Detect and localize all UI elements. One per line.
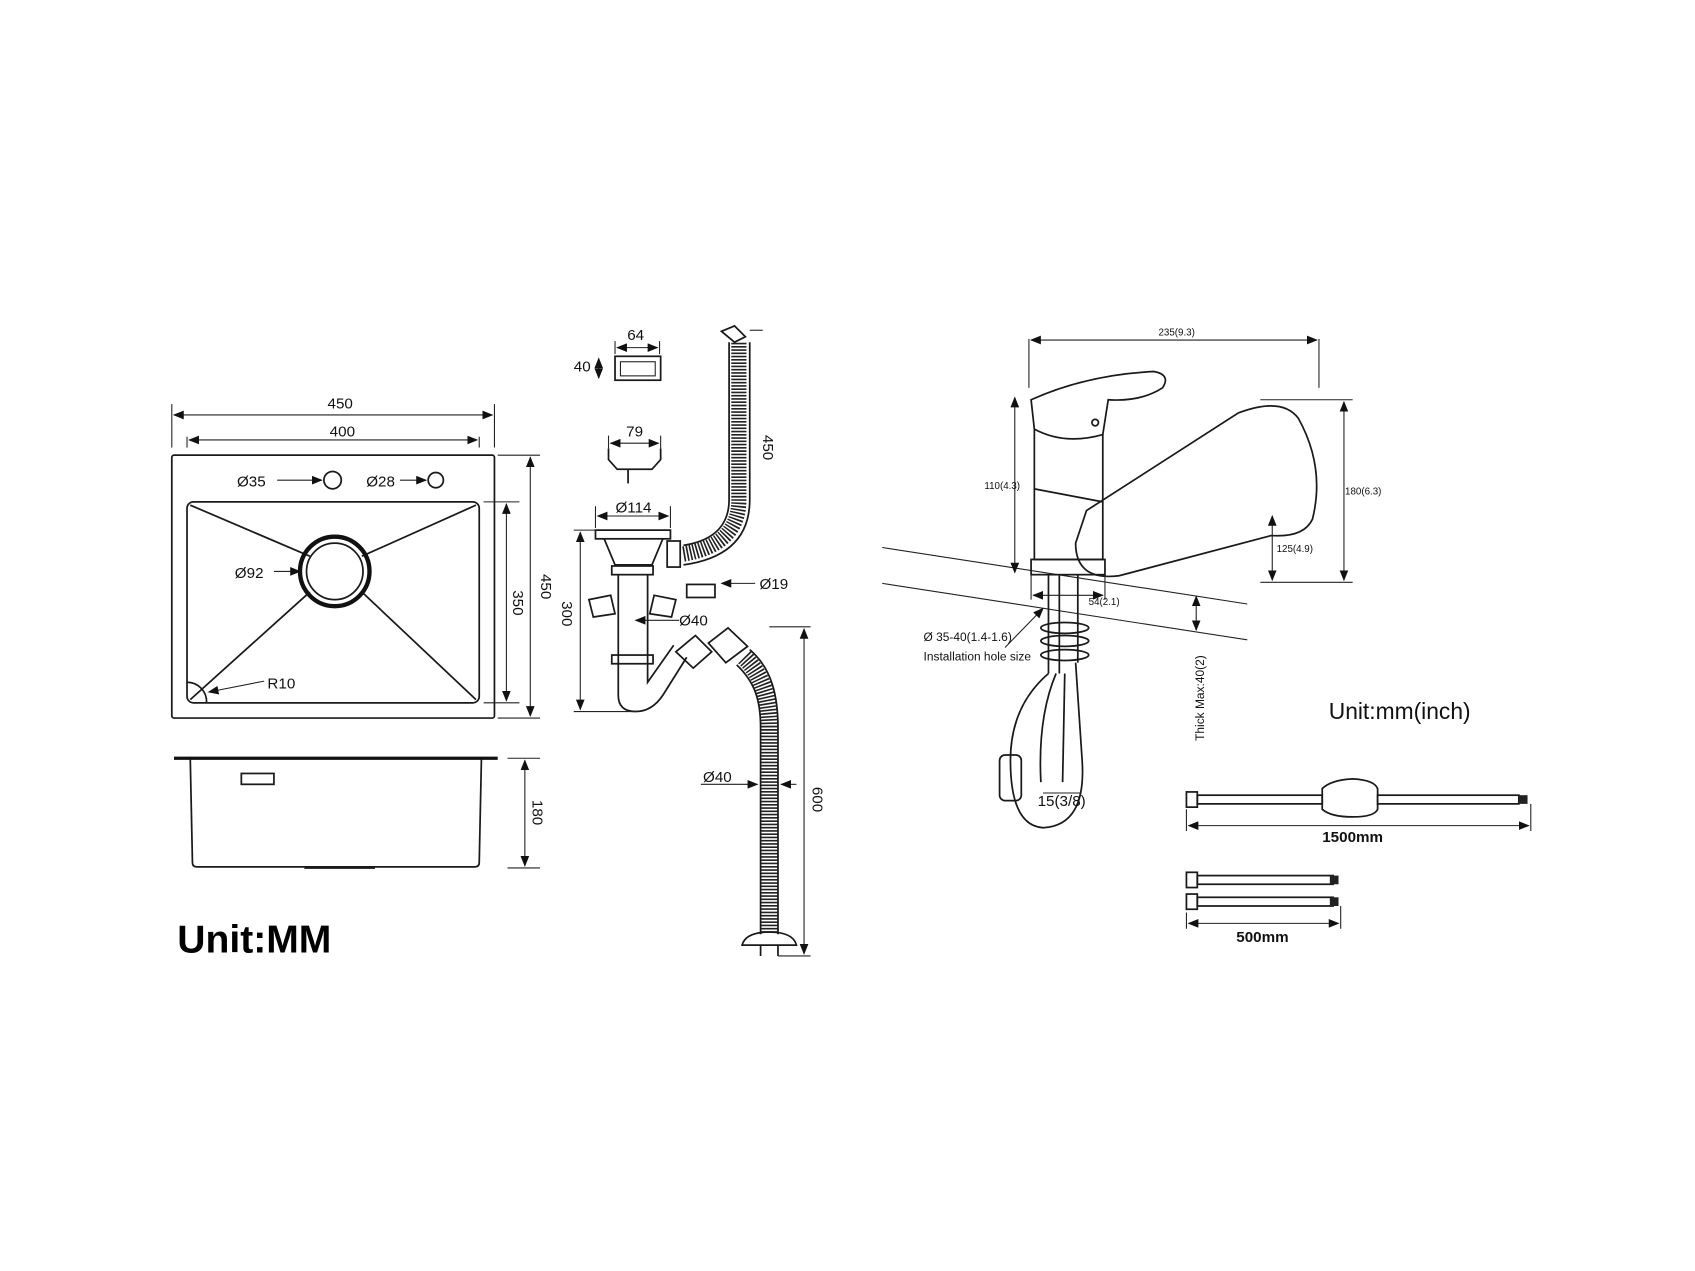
faucet-width-label: 235(9.3)	[1158, 328, 1194, 339]
faucet-hole-label: Ø35	[237, 474, 266, 491]
drain-drop-label: 300	[558, 601, 575, 626]
sink-width-inner-label: 400	[330, 424, 355, 441]
base-width-label: 54(2.1)	[1089, 597, 1120, 608]
spout-height-label: 125(4.9)	[1277, 544, 1313, 555]
faucet-diagram: 235(9.3) 110(4.3) 180(6.3) 125(4.9) 54(2…	[882, 328, 1381, 829]
corner-radius-label: R10	[267, 676, 295, 693]
overflow-height-label: 40	[574, 359, 591, 376]
connector-diameter-label: Ø19	[760, 576, 789, 593]
sink-side-view: 180	[173, 756, 545, 869]
overflow-hose-length-label: 450	[759, 435, 776, 460]
connector-size-label: 15(3/8)	[1038, 793, 1086, 810]
drain-hole	[297, 534, 372, 609]
sink-unit-label: Unit:MM	[177, 919, 331, 962]
soap-hole-label: Ø28	[366, 474, 395, 491]
long-hose-length-label: 1500mm	[1322, 829, 1383, 846]
sink-depth-outer-label: 450	[537, 574, 554, 599]
outlet-pipe-diameter-label: Ø40	[703, 769, 732, 786]
drain-diameter-label: Ø92	[235, 565, 264, 582]
faucet-total-height-label: 180(6.3)	[1345, 486, 1381, 497]
flange-diameter-label: Ø114	[615, 500, 651, 517]
overflow-width-label: 64	[627, 327, 644, 344]
basket-width-label: 79	[626, 424, 643, 441]
short-hose-length-label: 500mm	[1236, 929, 1288, 946]
hole-size-label: Ø 35-40(1.4-1.6)	[924, 630, 1012, 644]
pipe-diameter-label: Ø40	[679, 613, 708, 630]
outlet-hose-length-label: 600	[809, 787, 826, 812]
faucet-unit-label: Unit:mm(inch)	[1329, 698, 1471, 724]
sink-width-outer-label: 450	[328, 395, 353, 412]
faucet-body-height-label: 110(4.3)	[984, 481, 1020, 492]
drain-kit: 64 40 79 Ø114 Ø19 Ø40 300 450 Ø40 600	[558, 324, 826, 957]
supply-hoses: 1500mm 500mm	[1185, 778, 1532, 946]
sink-top-view: 450 400 Ø35 Ø28 Ø92 R10 450 350	[170, 395, 554, 719]
sink-depth-inner-label: 350	[509, 590, 526, 615]
sink-height-label: 180	[528, 800, 545, 825]
counter-thickness-label: Thick Max:40(2)	[1193, 655, 1207, 741]
hole-size-caption: Installation hole size	[924, 649, 1032, 663]
